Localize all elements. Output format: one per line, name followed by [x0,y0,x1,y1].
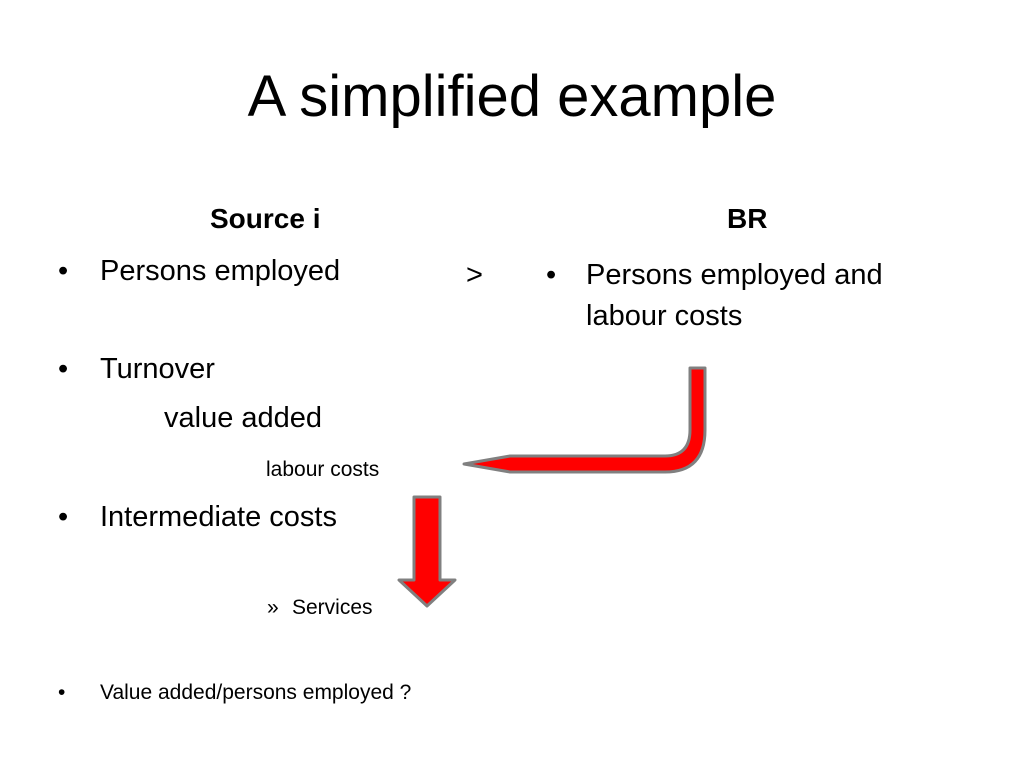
down-arrow [397,495,457,608]
greater-than-symbol: > [466,259,483,291]
slide-title: A simplified example [247,64,777,129]
item-value-added: value added [164,402,323,434]
curved-left-arrow [462,366,707,474]
item-intermediate-costs: Intermediate costs [100,501,337,533]
item-labour-costs: labour costs [266,458,380,481]
source-heading: Source i [210,203,321,234]
item-value-added-per-person: Value added/persons employed ? [100,681,412,704]
item-persons-employed: Persons employed [100,255,341,287]
br-item-line2: labour costs [586,300,743,332]
bullet-marker: • [546,259,557,291]
bullet-marker: • [58,681,66,704]
bullet-marker: • [58,501,69,533]
br-heading: BR [727,203,768,234]
bullet-marker: • [58,255,69,287]
br-item-line1: Persons employed and [586,259,883,291]
item-services: Services [292,596,373,619]
item-turnover: Turnover [100,353,215,385]
sub-bullet-marker: » [267,596,279,619]
bullet-marker: • [58,353,69,385]
